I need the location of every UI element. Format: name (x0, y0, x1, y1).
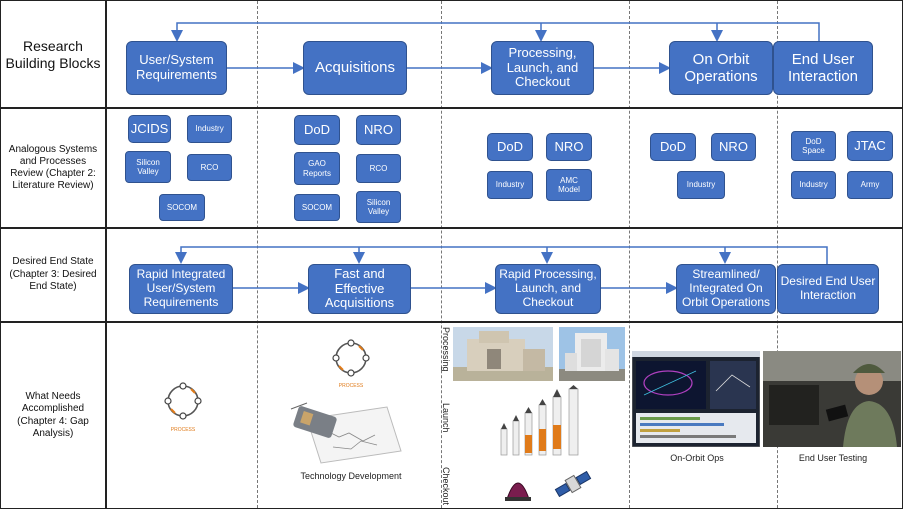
analog-silicon-valley-2: Silicon Valley (356, 191, 401, 223)
endstate-streamlined-on-orbit-operations: Streamlined/ Integrated On Orbit Operati… (676, 264, 776, 314)
spacecraft-capsule-image (505, 482, 531, 501)
column-divider-1 (257, 1, 258, 508)
block-acquisitions: Acquisitions (303, 41, 407, 95)
analog-industry-4: Industry (677, 171, 725, 199)
endstate-fast-effective-acquisitions: Fast and Effective Acquisitions (308, 264, 411, 314)
analog-rco: RCO (187, 154, 232, 181)
analog-dod-3: DoD (487, 133, 533, 161)
row-label-what-needs-accomplished: What Needs Accomplished (Chapter 4: Gap … (17, 390, 89, 440)
row-divider-1 (1, 107, 902, 109)
analog-silicon-valley: Silicon Valley (125, 151, 171, 183)
block-on-orbit-operations: On Orbit Operations (669, 41, 773, 95)
analog-jtac: JTAC (847, 131, 893, 161)
analog-dod-4: DoD (650, 133, 696, 161)
analog-socom: SOCOM (159, 194, 205, 221)
analog-jcids: JCIDS (128, 115, 171, 143)
row-label-analogous-systems: Analogous Systems and Processes Review (… (8, 144, 98, 191)
process-cycle-icon (164, 382, 202, 420)
column-divider-3 (629, 1, 630, 508)
column-divider-4 (777, 1, 778, 508)
analog-gao-reports: GAO Reports (294, 152, 340, 185)
cycle-label: PROCESS (170, 427, 196, 433)
label-column-divider (105, 1, 107, 508)
endstate-desired-end-user-interaction: Desired End User Interaction (777, 264, 879, 314)
analog-socom-2: SOCOM (294, 194, 340, 221)
cycle-label-2: PROCESS (338, 383, 364, 389)
analog-industry-5: Industry (791, 171, 836, 199)
analog-nro-4: NRO (711, 133, 756, 161)
caption-end-user-testing: End User Testing (798, 453, 868, 463)
launch-vehicles-image (500, 385, 579, 456)
label-processing: Processing (441, 327, 451, 372)
block-end-user-interaction: End User Interaction (773, 41, 873, 95)
analog-nro: NRO (356, 115, 401, 145)
endstate-rapid-integrated-requirements: Rapid Integrated User/System Requirement… (129, 264, 233, 314)
analog-dod-space: DoD Space (791, 131, 836, 161)
caption-on-orbit-ops: On-Orbit Ops (670, 453, 724, 463)
row-label-desired-end-state: Desired End State (Chapter 3: Desired En… (9, 256, 97, 293)
label-checkout: Checkout (441, 467, 451, 506)
endstate-rapid-processing-launch-checkout: Rapid Processing, Launch, and Checkout (495, 264, 601, 314)
row-label-research-building-blocks: Research Building Blocks (5, 37, 101, 72)
processing-facility-image (453, 327, 553, 381)
analog-industry-3: Industry (487, 171, 533, 199)
row-divider-2 (1, 227, 902, 229)
column-divider-2 (441, 1, 442, 508)
row-divider-3 (1, 321, 902, 323)
block-processing-launch-checkout: Processing, Launch, and Checkout (491, 41, 594, 95)
analog-amc-model: AMC Model (546, 169, 592, 201)
caption-technology-development: Technology Development (300, 471, 402, 481)
technology-schematic-image (290, 402, 402, 464)
satellite-image (554, 470, 592, 498)
block-user-system-requirements: User/System Requirements (126, 41, 227, 95)
analog-industry: Industry (187, 115, 232, 143)
processing-building-image (559, 327, 625, 381)
label-launch: Launch (441, 403, 451, 433)
analog-army: Army (847, 171, 893, 199)
process-cycle-icon-2 (332, 339, 370, 377)
analog-dod: DoD (294, 115, 340, 145)
end-user-testing-image (763, 351, 901, 447)
on-orbit-ops-screen-image (632, 351, 760, 447)
analog-nro-3: NRO (546, 133, 592, 161)
analog-rco-2: RCO (356, 154, 401, 183)
